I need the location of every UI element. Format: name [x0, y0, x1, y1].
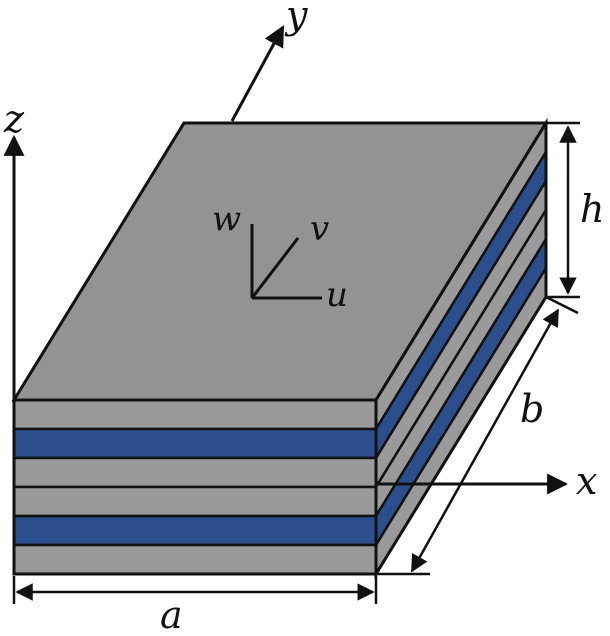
b-dim-tick-top [545, 295, 579, 315]
front-layer-blue [12, 427, 378, 460]
v-displacement-axis [250, 237, 300, 299]
v-label: v [310, 209, 329, 249]
b-dimension-line [410, 308, 560, 573]
z-axis-label: z [3, 97, 25, 141]
y-axis-label: y [284, 0, 308, 37]
front-layer-gray [12, 543, 378, 576]
front-layer-gray [12, 398, 378, 431]
plate-front-face [12, 398, 378, 576]
front-layer-gray [12, 485, 378, 518]
front-layer-gray [12, 456, 378, 489]
h-label: h [580, 187, 604, 231]
x-axis-label: x [576, 459, 597, 503]
a-label: a [160, 593, 183, 636]
b-label: b [520, 387, 544, 431]
front-layer-blue [12, 514, 378, 547]
front-outline [12, 398, 378, 576]
u-label: u [326, 275, 348, 315]
w-label: w [212, 199, 241, 239]
y-axis [230, 25, 285, 122]
